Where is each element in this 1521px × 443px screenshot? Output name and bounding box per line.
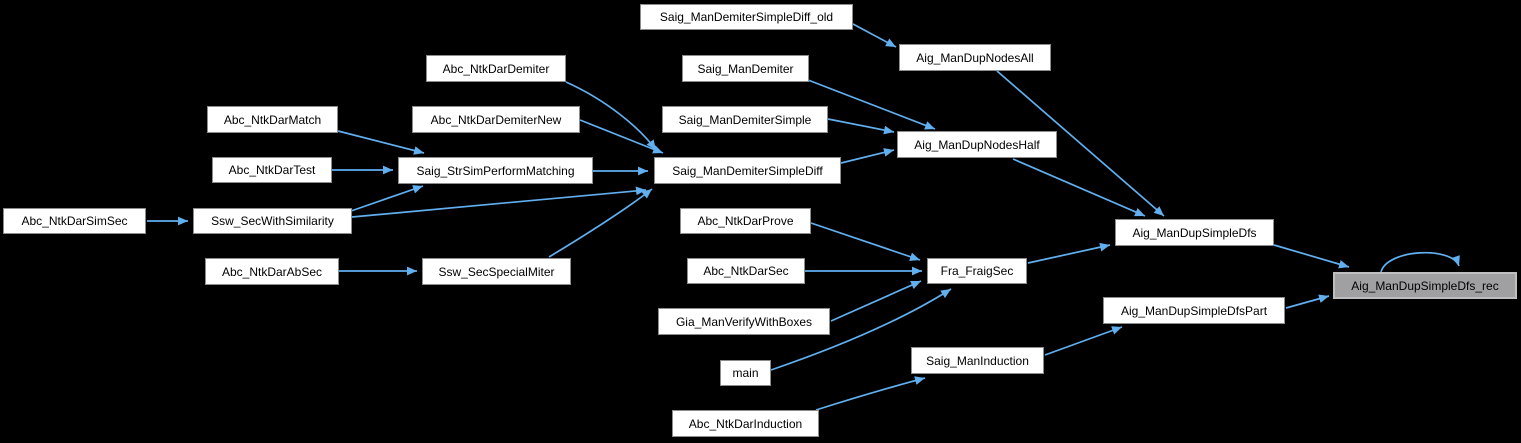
node-ssw-sec-special-miter[interactable]: Ssw_SecSpecialMiter [422,258,571,285]
edge-aig-man-dup-nodes-all-to-aig-man-dup-simple-dfs [996,70,1165,217]
edge-aig-man-dup-simple-dfs-part-to-aig-man-dup-simple-dfs-rec [1285,294,1330,309]
edge-gia-man-verify-with-boxes-to-fra-fraig-sec [830,280,922,322]
edge-ssw-sec-with-similarity-to-saig-man-demiter-simple-diff [351,186,647,218]
node-saig-man-demiter-simple-diff-old[interactable]: Saig_ManDemiterSimpleDiff_old [640,4,853,30]
node-abc-ntk-dar-sim-sec[interactable]: Abc_NtkDarSimSec [3,208,146,234]
node-abc-ntk-dar-match[interactable]: Abc_NtkDarMatch [207,106,338,133]
edge-saig-man-demiter-to-aig-man-dup-nodes-half [807,79,936,130]
node-aig-man-dup-simple-dfs-rec[interactable]: Aig_ManDupSimpleDfs_rec [1333,272,1517,299]
node-saig-man-demiter[interactable]: Saig_ManDemiter [682,55,809,82]
edge-main-to-fra-fraig-sec [770,288,952,371]
node-saig-man-induction[interactable]: Saig_ManInduction [911,347,1044,374]
node-aig-man-dup-nodes-half[interactable]: Aig_ManDupNodesHalf [897,131,1057,158]
node-abc-ntk-dar-demiter[interactable]: Abc_NtkDarDemiter [426,55,566,82]
edge-saig-man-demiter-simple-to-aig-man-dup-nodes-half [827,118,895,135]
edge-group [147,23,1460,411]
edge-abc-ntk-dar-demiter-new-to-saig-man-demiter-simple-diff [579,119,664,154]
edge-abc-ntk-dar-prove-to-fra-fraig-sec [810,222,921,261]
edge-saig-man-demiter-simple-diff-to-aig-man-dup-nodes-half [840,148,895,164]
node-gia-man-verify-with-boxes[interactable]: Gia_ManVerifyWithBoxes [658,308,830,335]
node-abc-ntk-dar-ab-sec[interactable]: Abc_NtkDarAbSec [205,258,339,285]
node-saig-man-demiter-simple[interactable]: Saig_ManDemiterSimple [662,106,828,133]
edge-abc-ntk-dar-induction-to-saig-man-induction [815,376,926,411]
node-aig-man-dup-simple-dfs[interactable]: Aig_ManDupSimpleDfs [1115,219,1274,246]
node-aig-man-dup-nodes-all[interactable]: Aig_ManDupNodesAll [899,44,1051,71]
node-abc-ntk-dar-sec[interactable]: Abc_NtkDarSec [687,258,805,284]
edge-aig-man-dup-nodes-half-to-aig-man-dup-simple-dfs [1012,158,1146,217]
edge-ssw-sec-with-similarity-to-saig-str-sim-perform-matching [350,185,424,212]
node-saig-man-demiter-simple-diff[interactable]: Saig_ManDemiterSimpleDiff [654,157,841,184]
edge-aig-man-dup-simple-dfs-rec-to-aig-man-dup-simple-dfs-rec [1380,251,1460,273]
edge-saig-man-demiter-simple-diff-old-to-aig-man-dup-nodes-all [852,23,897,48]
node-abc-ntk-dar-test[interactable]: Abc_NtkDarTest [212,157,332,183]
node-ssw-sec-with-similarity[interactable]: Ssw_SecWithSimilarity [193,208,352,234]
edge-aig-man-dup-simple-dfs-to-aig-man-dup-simple-dfs-rec [1273,244,1350,269]
edge-abc-ntk-dar-match-to-saig-str-sim-perform-matching [337,130,425,155]
node-main[interactable]: main [720,360,771,386]
edge-fra-fraig-sec-to-aig-man-dup-simple-dfs [1027,242,1111,264]
node-saig-str-sim-perform-matching[interactable]: Saig_StrSimPerformMatching [398,157,593,184]
node-abc-ntk-dar-induction[interactable]: Abc_NtkDarInduction [672,410,819,437]
edge-ssw-sec-special-miter-to-saig-man-demiter-simple-diff [548,188,653,258]
node-fra-fraig-sec[interactable]: Fra_FraigSec [927,258,1027,284]
node-abc-ntk-dar-demiter-new[interactable]: Abc_NtkDarDemiterNew [412,106,580,133]
edge-saig-man-induction-to-aig-man-dup-simple-dfs-part [1044,326,1123,356]
node-aig-man-dup-simple-dfs-part[interactable]: Aig_ManDupSimpleDfsPart [1103,297,1285,324]
node-abc-ntk-dar-prove[interactable]: Abc_NtkDarProve [680,208,811,234]
edge-abc-ntk-dar-demiter-to-saig-man-demiter-simple-diff [565,81,657,151]
